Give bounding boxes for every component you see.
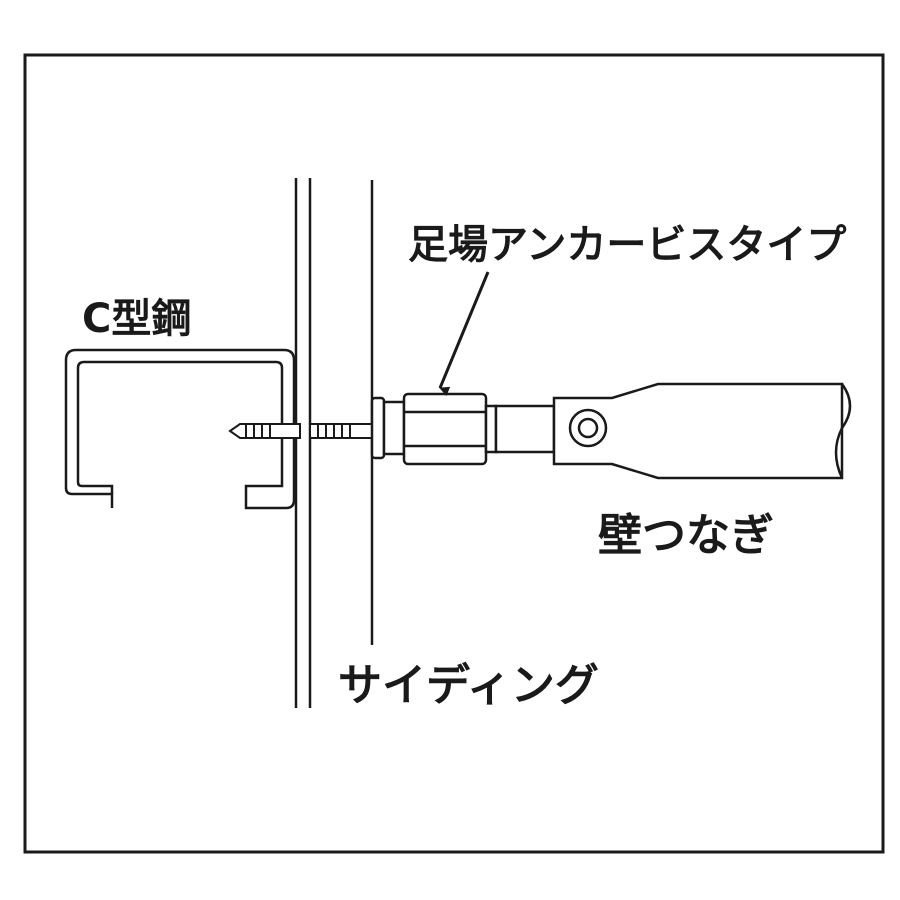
outer-frame — [23, 53, 885, 854]
anchor-screw — [228, 423, 373, 439]
washer — [370, 396, 386, 460]
wall-tie-pipe-end — [834, 383, 852, 479]
wall-lines — [294, 178, 374, 708]
screw-tip — [228, 423, 301, 439]
c-steel-outer — [64, 348, 296, 510]
wall-tie-bolt-inner — [577, 417, 599, 439]
label-anchor-type: 足場アンカービスタイプ — [408, 222, 846, 268]
connecting-rod — [494, 404, 556, 454]
label-wall-tie: 壁つなぎ — [598, 510, 774, 561]
wall-tie — [552, 382, 852, 480]
label-c-steel: C型鋼 — [82, 296, 191, 342]
c-steel-inner — [76, 360, 284, 494]
anchor-leader-arrow — [438, 271, 490, 397]
hex-nut — [382, 392, 498, 466]
label-siding: サイディング — [338, 660, 599, 711]
c-steel-channel — [64, 348, 296, 510]
